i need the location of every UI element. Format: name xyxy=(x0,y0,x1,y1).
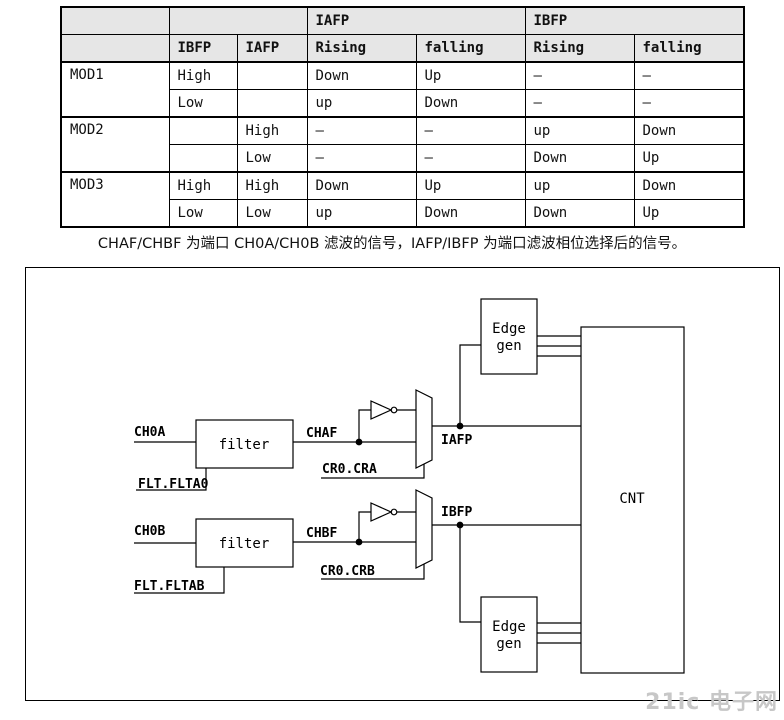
cell-b-rising: up xyxy=(524,171,635,200)
chaf-label: CHAF xyxy=(306,426,337,441)
subheader-falling-b: falling xyxy=(633,34,745,63)
caption: CHAF/CHBF 为端口 CH0A/CH0B 滤波的信号，IAFP/IBFP … xyxy=(97,236,687,252)
cell-a-falling: Down xyxy=(415,89,526,118)
cell-ibfp: High xyxy=(168,171,238,200)
table-row: MOD1 High Down Up – – xyxy=(60,61,745,118)
header-blank-3 xyxy=(60,34,170,63)
cra-label: CR0.CRA xyxy=(322,462,377,477)
cell-b-rising: – xyxy=(524,89,635,118)
chbf-label: CHBF xyxy=(306,526,337,541)
wire xyxy=(459,525,481,623)
inverter-bubble xyxy=(390,508,398,516)
cell-b-rising: – xyxy=(524,61,635,90)
cell-iafp: High xyxy=(236,171,308,200)
header-blank xyxy=(60,6,170,35)
flt-a-label: FLT.FLTA0 xyxy=(138,477,209,492)
cell-a-rising: Down xyxy=(306,171,417,200)
header-ibfp: IBFP xyxy=(524,6,745,35)
edge-gen-top-label-2: gen xyxy=(496,338,521,354)
mode-cell: MOD3 xyxy=(60,171,170,228)
iafp-label: IAFP xyxy=(441,433,472,448)
cell-b-falling: – xyxy=(633,89,745,118)
cell-a-rising: up xyxy=(306,89,417,118)
cell-iafp xyxy=(236,61,308,90)
edge-gen-top-label-1: Edge xyxy=(492,321,526,337)
cell-b-falling: Down xyxy=(633,171,745,200)
wire xyxy=(136,468,207,491)
cell-b-rising: up xyxy=(524,116,635,145)
subheader-rising-a: Rising xyxy=(306,34,417,63)
ibfp-label: IBFP xyxy=(441,505,472,520)
cell-ibfp xyxy=(168,144,238,173)
cell-ibfp: Low xyxy=(168,199,238,228)
wire xyxy=(358,409,371,442)
cell-a-rising: up xyxy=(306,199,417,228)
table-row: MOD3 High High Down Up up Down xyxy=(60,171,745,228)
block-diagram: CNT Edge gen Edge gen CH0A filter FLT.FL… xyxy=(134,298,685,674)
mode-cell: MOD1 xyxy=(60,61,170,118)
table-row: Low up Down – – xyxy=(61,89,745,118)
cell-iafp: Low xyxy=(236,199,308,228)
edge-gen-bottom xyxy=(480,596,538,673)
table-row: Low Low up Down Down Up xyxy=(61,199,745,228)
mode-cell: MOD2 xyxy=(60,116,170,173)
wire xyxy=(321,464,425,479)
cell-iafp: High xyxy=(236,116,308,145)
wire xyxy=(321,564,425,580)
filter-a-label: filter xyxy=(219,437,270,453)
watermark-logo: 21ic 电子网 xyxy=(645,690,778,715)
cell-ibfp: Low xyxy=(168,89,238,118)
junction-dot xyxy=(456,521,464,529)
edge-gen-bottom-label-2: gen xyxy=(496,636,521,652)
filter-a-block xyxy=(195,419,294,469)
flt-b-label: FLT.FLTAB xyxy=(134,579,205,594)
subheader-ibfp: IBFP xyxy=(168,34,238,63)
diagram-frame: CNT Edge gen Edge gen CH0A filter FLT.FL… xyxy=(25,267,780,701)
cell-a-rising: Down xyxy=(306,61,417,90)
cell-a-falling: – xyxy=(415,116,526,145)
cell-ibfp xyxy=(168,116,238,145)
table-row: MOD2 High – – up Down xyxy=(60,116,745,173)
cell-iafp: Low xyxy=(236,144,308,173)
mode-table: IAFP IBFP IBFP IAFP Rising falling Risin… xyxy=(60,6,745,228)
subheader-rising-b: Rising xyxy=(524,34,635,63)
cell-a-falling: – xyxy=(415,144,526,173)
wire xyxy=(134,567,225,594)
cell-b-falling: Up xyxy=(633,199,745,228)
junction-dot xyxy=(456,422,464,430)
header-iafp: IAFP xyxy=(306,6,526,35)
cell-b-falling: Down xyxy=(633,116,745,145)
table-row: Low – – Down Up xyxy=(61,144,745,173)
cell-a-falling: Up xyxy=(415,61,526,90)
cell-b-falling: Up xyxy=(633,144,745,173)
subheader-iafp: IAFP xyxy=(236,34,308,63)
cell-a-rising: – xyxy=(306,144,417,173)
cell-a-rising: – xyxy=(306,116,417,145)
subheader-falling-a: falling xyxy=(415,34,526,63)
ch0b-label: CH0B xyxy=(134,524,165,539)
cell-a-falling: Down xyxy=(415,199,526,228)
cell-iafp xyxy=(236,89,308,118)
inverter-a xyxy=(370,400,393,420)
cnt-label: CNT xyxy=(619,491,645,507)
edge-gen-bottom-label-1: Edge xyxy=(492,619,526,635)
cell-b-falling: – xyxy=(633,61,745,90)
crb-label: CR0.CRB xyxy=(320,564,375,579)
ch0a-label: CH0A xyxy=(134,425,165,440)
filter-b-label: filter xyxy=(219,536,270,552)
cell-a-falling: Up xyxy=(415,171,526,200)
filter-b-block xyxy=(195,518,294,568)
cell-ibfp: High xyxy=(168,61,238,90)
cnt-block xyxy=(580,326,685,674)
wire xyxy=(459,344,481,426)
mux-a xyxy=(415,389,433,469)
inverter-bubble xyxy=(390,406,398,414)
mux-b xyxy=(415,489,433,569)
header-blank-2 xyxy=(168,6,308,35)
inverter-b xyxy=(370,502,393,522)
cell-b-rising: Down xyxy=(524,144,635,173)
wire xyxy=(358,511,371,542)
cell-b-rising: Down xyxy=(524,199,635,228)
